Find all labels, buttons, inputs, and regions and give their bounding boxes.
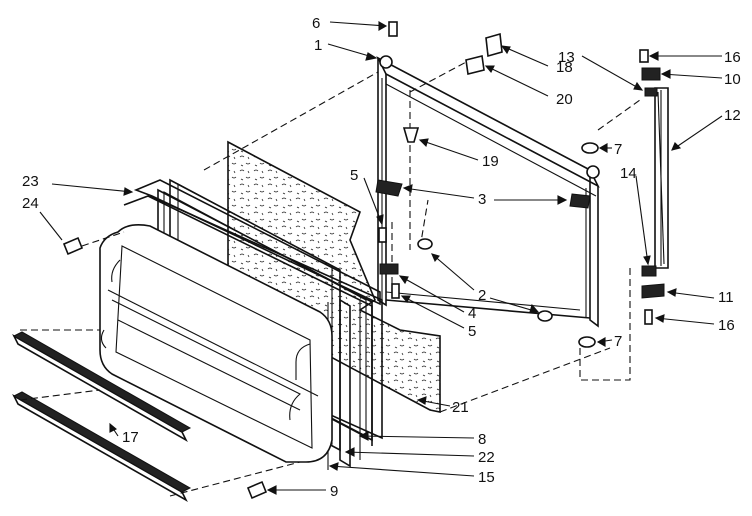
cap-7-lower [578,336,596,348]
screw-16-top [639,49,649,63]
door-shelf-upper [12,331,192,443]
label-part-7-lower: 7 [614,333,622,350]
label-part-18: 18 [556,59,573,76]
label-part-2: 2 [478,287,486,304]
label-part-8: 8 [478,431,486,448]
bracket-11 [641,283,665,299]
screw-6 [388,21,398,37]
leader-lines [39,21,723,495]
label-part-19: 19 [482,153,499,170]
bracket-13 [644,87,658,97]
label-part-23: 23 [22,173,39,190]
label-part-13: 13 [558,49,575,66]
bracket-14 [641,265,657,277]
screw-5-upper [378,227,387,243]
assembly-guide-lines [19,59,641,497]
part-number-labels: 6 1 18 20 13 16 10 12 7 19 3 14 5 2 4 5 … [22,15,741,500]
label-part-9: 9 [330,483,338,500]
screw-16-bottom [644,309,653,325]
plate-20 [465,55,485,75]
label-part-10: 10 [724,71,741,88]
label-part-12: 12 [724,107,741,124]
door-frame-part [376,55,600,328]
label-part-5-lower: 5 [468,323,476,340]
label-part-5-upper: 5 [350,167,358,184]
label-part-17: 17 [122,429,139,446]
screw-5-lower [391,283,400,299]
hinge-3-left [375,179,403,197]
label-part-21: 21 [452,399,469,416]
label-part-24: 24 [22,195,39,212]
hinge-3-right [569,193,591,209]
label-part-4: 4 [468,305,476,322]
plug-19 [402,127,420,143]
label-part-20: 20 [556,91,573,108]
label-part-1: 1 [314,37,322,54]
bracket-4 [379,263,399,275]
label-part-22: 22 [478,449,495,466]
bushing-2-lower [537,310,553,322]
bushing-2-upper [417,238,433,250]
label-part-16-bottom: 16 [718,317,735,334]
label-part-16-top: 16 [724,49,741,66]
bracket-10 [641,67,661,81]
label-part-15: 15 [478,469,495,486]
label-part-11: 11 [718,289,734,306]
inner-door-liner-part [99,224,333,463]
door-shelf-lower [12,391,192,503]
right-bracket-part [654,87,669,269]
breaker-strip-part [123,179,381,446]
plate-18 [485,32,503,58]
label-part-3: 3 [478,191,486,208]
label-part-6: 6 [312,15,320,32]
plug-9 [246,480,268,500]
foam-panel-part [227,140,441,413]
label-part-7-upper: 7 [614,141,622,158]
plug-24 [62,236,84,256]
label-part-14: 14 [620,165,637,182]
cap-7-upper [581,142,599,154]
